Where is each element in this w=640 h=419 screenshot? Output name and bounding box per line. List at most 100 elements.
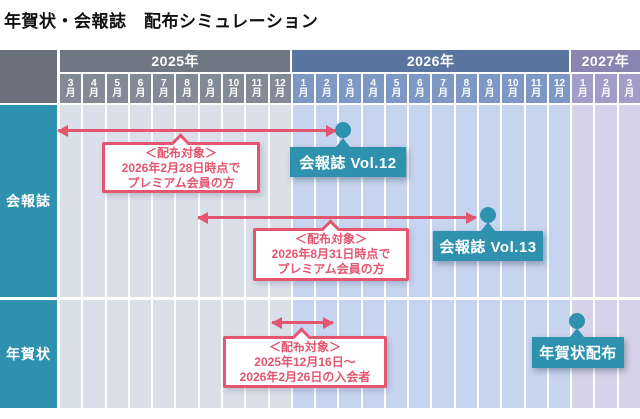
year-band-2025: 2025年 bbox=[60, 50, 291, 72]
month-unit: 月 bbox=[577, 87, 588, 99]
month-number: 11 bbox=[530, 77, 542, 89]
month-number: 12 bbox=[553, 77, 566, 89]
callout-line: ＜配布対象＞ bbox=[294, 232, 367, 246]
callout-line: ＜配布対象＞ bbox=[268, 340, 341, 354]
month-number: 8 bbox=[184, 77, 190, 89]
grid-cell bbox=[83, 105, 105, 297]
callout-line: 2026年8月31日時点で bbox=[271, 247, 391, 261]
month-unit: 月 bbox=[624, 87, 635, 99]
month-number: 11 bbox=[251, 77, 263, 89]
grid-cell bbox=[176, 300, 198, 408]
month-number: 7 bbox=[440, 77, 446, 89]
distribution-point-dot bbox=[569, 313, 585, 329]
grid-cell bbox=[502, 300, 524, 408]
grid-cell bbox=[409, 300, 431, 408]
grid-cell bbox=[548, 105, 571, 297]
month-number: 8 bbox=[463, 77, 470, 89]
period-arrow bbox=[58, 129, 336, 132]
month-number: 7 bbox=[160, 77, 167, 89]
month-unit: 月 bbox=[601, 87, 612, 99]
grid-cell bbox=[60, 300, 82, 408]
month-unit: 月 bbox=[298, 87, 309, 99]
month-unit: 月 bbox=[344, 87, 355, 99]
grid-cell bbox=[455, 300, 478, 408]
month-unit: 月 bbox=[205, 87, 216, 99]
month-unit: 月 bbox=[484, 87, 495, 99]
month-number: 10 bbox=[228, 77, 240, 89]
month-unit: 月 bbox=[321, 87, 332, 99]
month-number: 3 bbox=[67, 77, 74, 89]
grid-cell bbox=[618, 300, 640, 408]
grid-cell bbox=[572, 105, 594, 297]
month-unit: 月 bbox=[228, 87, 239, 99]
grid-cell bbox=[129, 300, 152, 408]
callout-line: プレミアム会員の方 bbox=[127, 176, 235, 190]
month-unit: 月 bbox=[251, 87, 262, 99]
month-number: 12 bbox=[274, 77, 286, 89]
grid-cell bbox=[153, 300, 175, 408]
distribution-point-dot bbox=[480, 207, 496, 223]
month-number: 9 bbox=[207, 77, 214, 89]
grid-cell bbox=[595, 105, 617, 297]
month-number: 6 bbox=[417, 77, 423, 89]
grid-cell bbox=[199, 300, 221, 408]
year-header-row: 2025年 2026年 2027年 bbox=[60, 50, 640, 72]
month-unit: 月 bbox=[554, 87, 565, 99]
grid-cell bbox=[83, 300, 105, 408]
distribution-point-dot bbox=[335, 122, 351, 138]
month-unit: 月 bbox=[414, 87, 425, 99]
year-band-2027: 2027年 bbox=[570, 50, 640, 72]
grid-cell bbox=[479, 300, 501, 408]
target-callout: ＜配布対象＞2025年12月16日～2026年2月26日の入会者 bbox=[223, 327, 387, 388]
month-unit: 月 bbox=[112, 87, 123, 99]
page-title: 年賀状・会報誌 配布シミュレーション bbox=[4, 12, 319, 31]
target-callout: ＜配布対象＞2026年8月31日時点でプレミアム会員の方 bbox=[253, 219, 409, 281]
month-number: 5 bbox=[393, 77, 400, 89]
period-arrow bbox=[272, 321, 333, 324]
month-number: 5 bbox=[114, 77, 120, 89]
callout-line: ＜配布対象＞ bbox=[144, 146, 217, 160]
distribution-label: 会報誌 Vol.13 bbox=[433, 231, 543, 261]
grid-cell bbox=[60, 105, 82, 297]
month-unit: 月 bbox=[507, 87, 518, 99]
month-number: 2 bbox=[603, 77, 609, 89]
target-callout: ＜配布対象＞2026年2月28日時点でプレミアム会員の方 bbox=[102, 133, 260, 193]
month-number: 1 bbox=[300, 77, 307, 89]
month-number: 6 bbox=[137, 77, 144, 89]
callout-line: 2026年2月28日時点で bbox=[121, 161, 241, 175]
grid-cell bbox=[432, 300, 454, 408]
grid-cell bbox=[618, 105, 640, 297]
month-unit: 月 bbox=[461, 87, 472, 99]
distribution-label: 会報誌 Vol.12 bbox=[290, 147, 406, 177]
month-unit: 月 bbox=[135, 87, 146, 99]
month-unit: 月 bbox=[182, 87, 193, 99]
month-number: 2 bbox=[323, 77, 330, 89]
year-band-2026: 2026年 bbox=[292, 50, 569, 72]
month-number: 1 bbox=[580, 77, 586, 89]
month-unit: 月 bbox=[438, 87, 449, 99]
grid-cell bbox=[409, 105, 431, 297]
